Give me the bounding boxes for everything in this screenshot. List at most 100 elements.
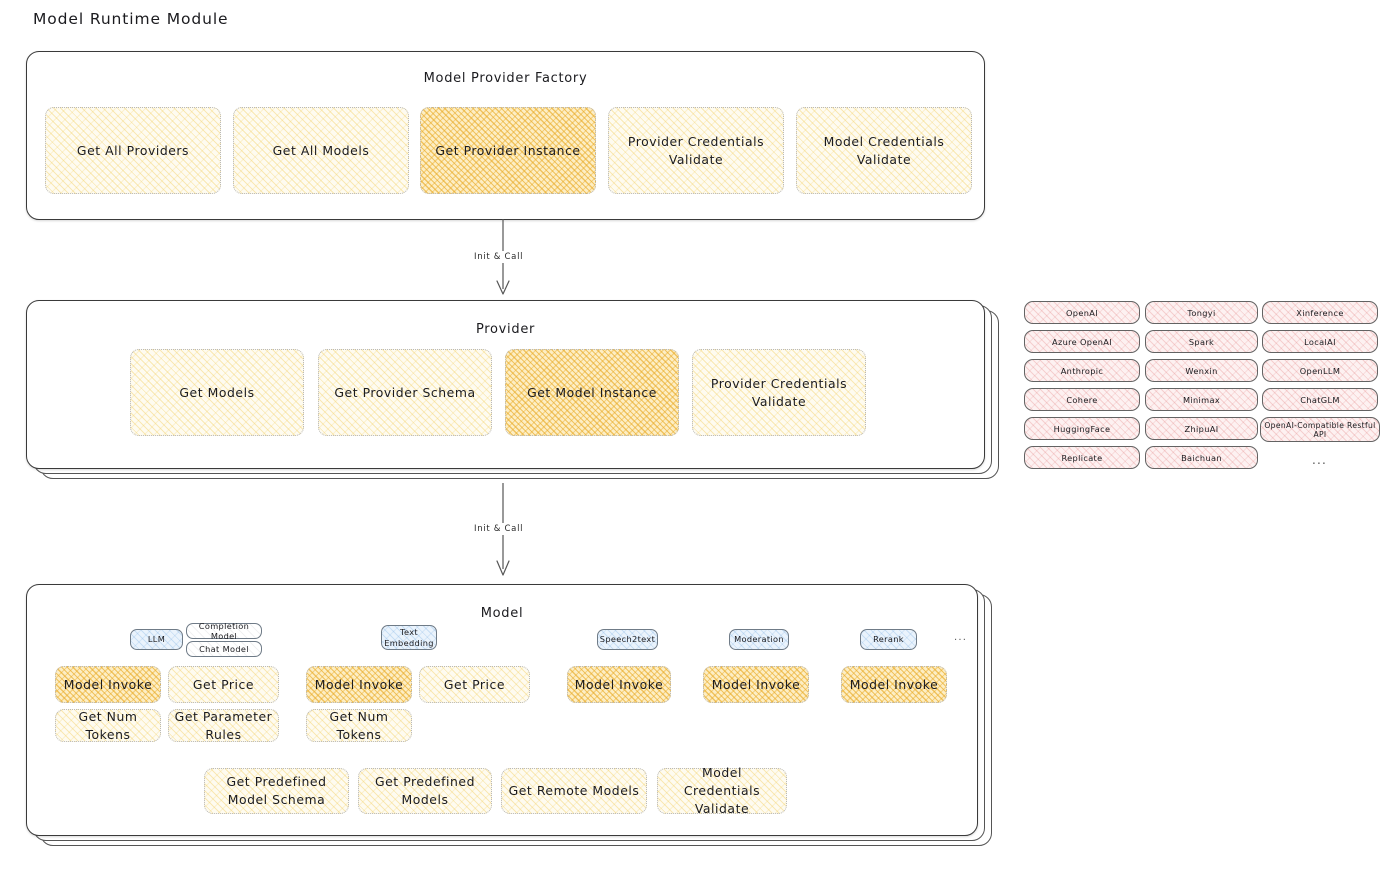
provider-pill-label: OpenAI <box>1066 307 1098 318</box>
factory-title: Model Provider Factory <box>423 71 588 86</box>
provider-pill-zhipuai[interactable]: ZhipuAI <box>1145 417 1258 440</box>
model-op-moderation-model-invoke[interactable]: Model Invoke <box>703 666 809 703</box>
provider-pill-openai[interactable]: OpenAI <box>1024 301 1140 324</box>
model-op-label: Model Invoke <box>314 676 404 692</box>
model-op-text-embedding-get-price[interactable]: Get Price <box>419 666 530 703</box>
model-op-text-embedding-model-invoke[interactable]: Model Invoke <box>306 666 412 703</box>
provider-pill-azure-openai[interactable]: Azure OpenAI <box>1024 330 1140 353</box>
provider-pill-openai-compatible-restful-api[interactable]: OpenAI-Compatible Restful API <box>1260 417 1380 442</box>
model-common-op-label: Get Predefined Model Schema <box>226 774 327 807</box>
model-op-label: Model Invoke <box>849 676 939 692</box>
provider-pill-wenxin[interactable]: Wenxin <box>1145 359 1258 382</box>
model-type-speech2text[interactable]: Speech2text <box>597 629 658 650</box>
provider-pill-label: Spark <box>1188 336 1215 347</box>
provider-pill-label: OpenAI-Compatible Restful API <box>1264 420 1376 439</box>
factory-box-get-all-models[interactable]: Get All Models <box>233 107 409 194</box>
provider-panel: Provider Get Models Get Provider Schema … <box>26 300 985 469</box>
factory-box-label: Get Provider Instance <box>435 142 581 158</box>
model-op-label: Model Invoke <box>63 676 153 692</box>
provider-box-provider-credentials-validate[interactable]: Provider Credentials Validate <box>692 349 866 436</box>
model-type-label: Moderation <box>734 634 784 645</box>
factory-box-label: Get All Models <box>272 142 370 158</box>
provider-pill-anthropic[interactable]: Anthropic <box>1024 359 1140 382</box>
provider-pill-baichuan[interactable]: Baichuan <box>1145 446 1258 469</box>
model-op-label: Get Num Tokens <box>78 708 138 742</box>
provider-box-label: Get Provider Schema <box>334 384 476 400</box>
model-op-llm-get-num-tokens[interactable]: Get Num Tokens <box>55 709 161 742</box>
provider-pill-label: ChatGLM <box>1300 394 1340 405</box>
model-common-op-get-predefined-model-schema[interactable]: Get Predefined Model Schema <box>204 768 349 814</box>
factory-box-provider-credentials-validate[interactable]: Provider Credentials Validate <box>608 107 784 194</box>
provider-pill-xinference[interactable]: Xinference <box>1262 301 1378 324</box>
provider-pill-replicate[interactable]: Replicate <box>1024 446 1140 469</box>
provider-pill-label: Xinference <box>1296 307 1344 318</box>
provider-pill-label: LocalAI <box>1304 336 1336 347</box>
provider-pill-label: OpenLLM <box>1299 365 1341 376</box>
factory-box-label: Get All Providers <box>76 142 190 158</box>
model-op-rerank-model-invoke[interactable]: Model Invoke <box>841 666 947 703</box>
factory-box-model-credentials-validate[interactable]: Model Credentials Validate <box>796 107 972 194</box>
model-op-speech2text-model-invoke[interactable]: Model Invoke <box>567 666 671 703</box>
model-common-op-get-predefined-models[interactable]: Get Predefined Models <box>358 768 492 814</box>
model-common-op-model-credentials-validate[interactable]: Model Credentials Validate <box>657 765 787 816</box>
model-types-more-ellipsis: ... <box>954 632 968 643</box>
model-provider-factory-panel: Model Provider Factory Get All Providers… <box>26 51 985 220</box>
model-op-label: Get Price <box>443 676 506 692</box>
model-op-label: Get Num Tokens <box>329 708 389 742</box>
factory-box-get-provider-instance[interactable]: Get Provider Instance <box>420 107 596 194</box>
model-common-op-label: Get Remote Models <box>508 783 640 798</box>
model-common-op-label: Model Credentials Validate <box>683 765 761 816</box>
model-subtype-label: Chat Model <box>199 644 249 654</box>
provider-pill-tongyi[interactable]: Tongyi <box>1145 301 1258 324</box>
model-type-label: LLM <box>147 634 166 645</box>
provider-pill-spark[interactable]: Spark <box>1145 330 1258 353</box>
model-type-text-embedding[interactable]: Text Embedding <box>381 625 437 650</box>
provider-pill-label: Wenxin <box>1185 365 1218 376</box>
factory-box-get-all-providers[interactable]: Get All Providers <box>45 107 221 194</box>
provider-box-get-provider-schema[interactable]: Get Provider Schema <box>318 349 492 436</box>
model-type-moderation[interactable]: Moderation <box>729 629 789 650</box>
provider-box-label: Get Models <box>179 384 255 400</box>
model-common-op-label: Get Predefined Models <box>374 774 476 807</box>
model-type-label: Text Embedding <box>384 627 434 648</box>
provider-pill-label: Tongyi <box>1187 307 1216 318</box>
model-op-llm-get-parameter-rules[interactable]: Get Parameter Rules <box>168 709 279 742</box>
model-op-label: Get Price <box>192 676 255 692</box>
provider-pill-openllm[interactable]: OpenLLM <box>1262 359 1378 382</box>
provider-pill-label: HuggingFace <box>1053 423 1111 434</box>
provider-pill-label: Replicate <box>1061 452 1103 463</box>
factory-box-label: Model Credentials Validate <box>823 133 945 167</box>
provider-box-get-model-instance[interactable]: Get Model Instance <box>505 349 679 436</box>
provider-pill-label: Baichuan <box>1181 452 1222 463</box>
model-type-llm[interactable]: LLM <box>130 629 183 650</box>
model-op-text-embedding-get-num-tokens[interactable]: Get Num Tokens <box>306 709 412 742</box>
provider-pill-label: Azure OpenAI <box>1052 336 1112 347</box>
provider-pill-huggingface[interactable]: HuggingFace <box>1024 417 1140 440</box>
model-type-rerank[interactable]: Rerank <box>860 629 917 650</box>
provider-pill-label: ZhipuAI <box>1184 423 1219 434</box>
model-op-llm-get-price[interactable]: Get Price <box>168 666 279 703</box>
model-panel: Model LLM Completion Model Chat Model Mo… <box>26 584 978 836</box>
provider-pill-cohere[interactable]: Cohere <box>1024 388 1140 411</box>
model-subtype-completion-model[interactable]: Completion Model <box>186 621 262 641</box>
provider-box-label: Provider Credentials Validate <box>710 375 848 409</box>
model-subtype-label: Completion Model <box>198 621 250 641</box>
model-title: Model <box>480 606 524 621</box>
model-type-label: Rerank <box>873 634 904 645</box>
provider-box-get-models[interactable]: Get Models <box>130 349 304 436</box>
provider-pill-chatglm[interactable]: ChatGLM <box>1262 388 1378 411</box>
provider-pill-label: Minimax <box>1182 394 1221 405</box>
provider-pill-localai[interactable]: LocalAI <box>1262 330 1378 353</box>
model-op-label: Get Parameter Rules <box>174 708 273 742</box>
connector-1-label: Init & Call <box>471 251 527 263</box>
model-subtype-chat-model[interactable]: Chat Model <box>186 641 262 657</box>
model-common-op-get-remote-models[interactable]: Get Remote Models <box>501 768 647 814</box>
provider-pill-label: Cohere <box>1066 394 1098 405</box>
provider-box-label: Get Model Instance <box>527 384 657 400</box>
model-op-llm-model-invoke[interactable]: Model Invoke <box>55 666 161 703</box>
page-title: Model Runtime Module <box>33 10 229 28</box>
model-op-label: Model Invoke <box>574 676 664 692</box>
model-op-label: Model Invoke <box>711 676 801 692</box>
provider-pill-minimax[interactable]: Minimax <box>1145 388 1258 411</box>
provider-title: Provider <box>475 322 536 337</box>
